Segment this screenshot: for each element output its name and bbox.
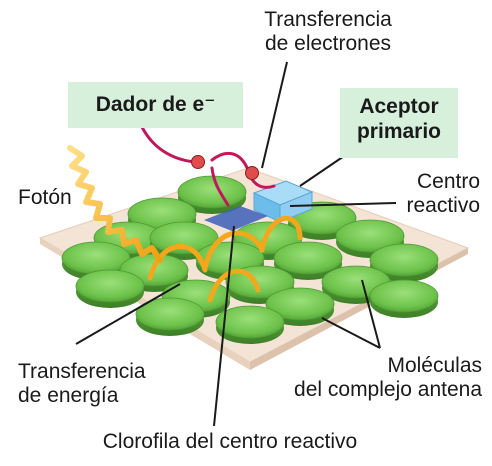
electron-donor-label: Dador de e⁻ [95,93,216,116]
primary-acceptor-label-2: primario [356,120,442,143]
chlorophyll-disc [273,241,343,275]
reaction-center-chlorophyll-label: Clorofila del centro reactivo [102,430,358,453]
chlorophyll-disc [369,279,439,313]
antenna-molecules-label: Moléculas del complejo antena [262,354,482,402]
chlorophyll-disc [265,287,335,321]
chlorophyll-disc [335,219,405,253]
reaction-center-line-1: Centro [416,170,480,193]
chlorophyll-disc [149,221,219,255]
reaction-center-base [204,206,268,231]
antenna-line-1: Moléculas [387,354,482,377]
primary-acceptor-box: Aceptor primario [340,88,458,158]
reaction-center-line-2: reactivo [406,194,480,217]
energy-transfer-line-2: de energía [18,384,119,407]
chlorophyll-disc [177,175,247,209]
electron-transfer-line-2: de electrones [264,32,392,55]
chlorophyll-disc [369,243,439,277]
chlorophyll-disc [215,305,285,339]
primary-acceptor-label-1: Aceptor [359,95,439,118]
antenna-line-2: del complejo antena [294,378,482,401]
photon-wave-icon [67,145,163,263]
electron-transfer-line-1: Transferencia [264,8,392,31]
electron-dot-icon [245,166,259,180]
photon-label: Fotón [18,186,72,209]
electron-dot-icon [191,155,205,169]
energy-transfer-label: Transferencia de energía [18,360,146,408]
energy-transfer-line-1: Transferencia [18,360,146,383]
reaction-center-label: Centro reactivo [380,170,480,218]
electron-donor-box: Dador de e⁻ [68,82,243,128]
primary-acceptor-cube [252,180,314,223]
chlorophyll-disc [135,297,205,331]
electron-transfer-label: Transferencia de electrones [238,8,418,56]
leader-lines [75,61,397,427]
chlorophyll-disc [75,269,145,303]
